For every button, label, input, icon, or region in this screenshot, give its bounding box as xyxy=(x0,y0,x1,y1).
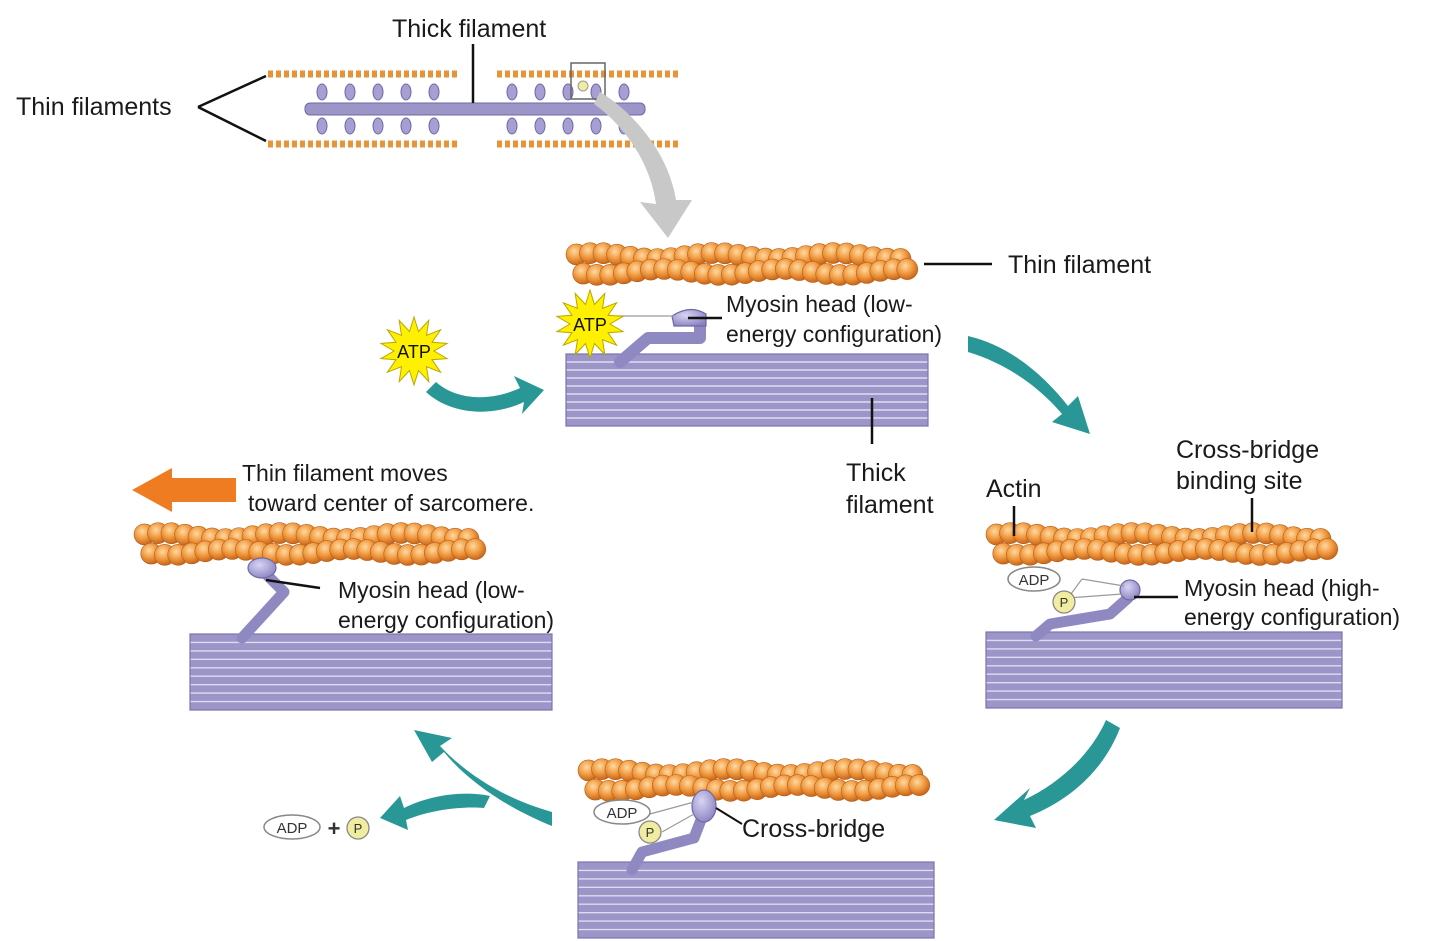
overview-myosin-head xyxy=(372,117,384,135)
atp-entry-arrow xyxy=(426,376,544,414)
moves-label-2: toward center of sarcomere. xyxy=(248,490,535,516)
overview-myosin-head xyxy=(316,117,328,135)
thin-filament-label: Thin filament xyxy=(1008,251,1152,279)
thick-filament-label-2: filament xyxy=(846,491,934,519)
panel-4-myosin-head xyxy=(247,557,277,579)
overview-myosin-head xyxy=(618,83,630,101)
thick-filament-body xyxy=(986,632,1342,708)
moves-label-1: Thin filament moves xyxy=(242,460,448,486)
overview-myosin-head xyxy=(428,83,440,101)
thin-filament-move-arrow xyxy=(132,468,236,512)
actin-label: Actin xyxy=(986,475,1042,503)
released-adp-pi: ADP + P xyxy=(263,814,370,841)
overview-myosin-head xyxy=(316,83,328,101)
panel-2-myosin-neck xyxy=(1030,592,1134,642)
released-p-label: P xyxy=(354,821,363,836)
myosin-low-label-1: Myosin head (low- xyxy=(726,291,913,317)
cross-bridge-site-label-1: Cross-bridge xyxy=(1176,436,1320,464)
cycle-arrow-1-to-2 xyxy=(968,336,1090,434)
panel-2-thin-filament xyxy=(985,522,1339,566)
panel-1-atp-binding: ATP xyxy=(555,242,992,444)
panel-4-thick-filament xyxy=(189,633,553,711)
overview-myosin-head xyxy=(344,117,356,135)
panel-2-myosin-head xyxy=(1119,579,1141,601)
overview-thick-filament xyxy=(304,83,646,135)
overview-zoom-box xyxy=(570,62,606,100)
actin-bead xyxy=(464,538,487,560)
myosin-high-label-2: energy configuration) xyxy=(1184,604,1401,630)
thick-filament-label-1: Thick xyxy=(846,459,906,487)
panel-4-myosin-leader xyxy=(265,578,321,590)
overview-myosin-head xyxy=(506,83,518,101)
free-atp: ATP xyxy=(379,315,449,387)
thin-filaments-bracket xyxy=(197,74,267,143)
thick-filament-body xyxy=(190,634,552,710)
svg-text:ADP: ADP xyxy=(1019,572,1050,589)
overview-myosin-head xyxy=(344,83,356,101)
panel-3-thin-filament xyxy=(577,758,931,802)
panel-3-adp: ADP xyxy=(593,799,651,825)
thick-filament-top-label: Thick filament xyxy=(392,15,547,43)
sarcomere-overview xyxy=(197,44,692,238)
overview-zoom-arrow xyxy=(594,92,692,238)
panel-4-myosin-label-2: energy configuration) xyxy=(338,607,555,633)
panel-1-atp-star: ATP xyxy=(555,288,625,360)
actin-bead xyxy=(908,774,931,796)
cross-bridge-site-label-2: binding site xyxy=(1176,467,1303,495)
panel-1-thin-filament xyxy=(565,242,919,286)
panel-4-myosin-label-1: Myosin head (low- xyxy=(338,577,525,603)
overview-myosin-head xyxy=(562,117,574,135)
thin-filaments-label: Thin filaments xyxy=(16,93,172,121)
panel-2-adp: ADP xyxy=(1007,566,1061,592)
cycle-arrow-3-to-4 xyxy=(380,730,552,830)
svg-text:P: P xyxy=(1060,595,1069,610)
panel-3-myosin-neck xyxy=(626,806,710,876)
actin-bead xyxy=(896,258,919,280)
overview-p-circle xyxy=(577,80,589,92)
overview-myosin-head xyxy=(506,117,518,135)
svg-text:P: P xyxy=(646,825,655,840)
myosin-high-label-1: Myosin head (high- xyxy=(1184,575,1380,601)
thick-filament-body xyxy=(566,354,928,426)
myosin-low-label-2: energy configuration) xyxy=(726,321,943,347)
overview-myosin-head xyxy=(590,117,602,135)
panel-3-cross-bridge: ADP P xyxy=(577,758,935,939)
panel-2-thick-filament xyxy=(985,631,1343,709)
actin-bead xyxy=(1316,538,1339,560)
released-adp-label: ADP xyxy=(277,820,308,837)
overview-myosin-head xyxy=(400,117,412,135)
panel-4-myosin-neck xyxy=(236,566,290,644)
panel-4-thin-filament xyxy=(133,522,487,566)
panel-1-atp-label: ATP xyxy=(573,315,607,335)
overview-myosin-head xyxy=(372,83,384,101)
panel-4-power-stroke xyxy=(132,468,553,711)
overview-myosin-head xyxy=(534,117,546,135)
overview-myosin-head xyxy=(428,117,440,135)
thick-filament-body xyxy=(578,862,934,938)
overview-myosin-head xyxy=(400,83,412,101)
cross-bridge-leader xyxy=(715,807,743,825)
overview-myosin-head xyxy=(534,83,546,101)
free-atp-label: ATP xyxy=(397,342,431,362)
cycle-arrow-2-to-3 xyxy=(994,720,1120,828)
released-plus: + xyxy=(328,816,341,841)
cross-bridge-label: Cross-bridge xyxy=(742,815,886,843)
panel-1-myosin-neck xyxy=(614,318,706,368)
panel-3-pi: P xyxy=(638,820,662,844)
panel-2-pi: P xyxy=(1052,590,1076,614)
panel-3-myosin-head xyxy=(691,789,717,823)
svg-text:ADP: ADP xyxy=(607,805,638,822)
panel-2-atp-hydrolysis: ADP P xyxy=(985,498,1343,709)
